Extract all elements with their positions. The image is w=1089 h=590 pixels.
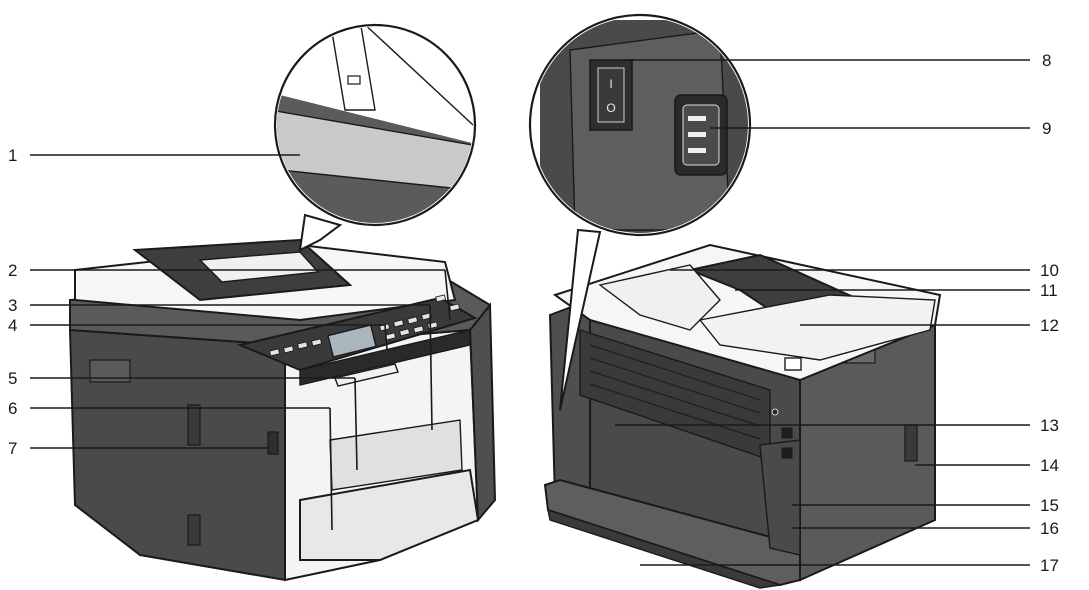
callout-13: 13 xyxy=(1040,416,1059,435)
front-printer-lcd-display xyxy=(327,324,377,358)
glass-cover-edge xyxy=(359,27,473,151)
ethernet-port-visual xyxy=(781,447,793,459)
socket-pin-bottom xyxy=(688,148,706,153)
callout-14: 14 xyxy=(1040,456,1059,475)
front-printer-paper-tray xyxy=(299,468,480,561)
rear-printer-cover-edge xyxy=(547,508,781,589)
leader-6-drop xyxy=(329,407,333,531)
socket-pin-top xyxy=(688,116,706,121)
rear-printer-adf-cover xyxy=(698,294,936,361)
callout-3: 3 xyxy=(8,296,17,315)
control-panel-keys xyxy=(269,294,461,357)
connector-screw xyxy=(771,408,779,416)
callout-10: 10 xyxy=(1040,261,1059,280)
callout-9: 9 xyxy=(1042,119,1051,138)
rear-side-vent xyxy=(904,424,918,462)
socket-pin-mid xyxy=(688,132,706,137)
rear-vent-slats xyxy=(589,344,761,440)
main-power-switch-rocker xyxy=(597,67,625,123)
callout-8: 8 xyxy=(1042,51,1051,70)
glass-marker xyxy=(347,75,361,85)
magnifier-pointer xyxy=(298,213,343,252)
exposure-glass-magnifier xyxy=(273,23,477,252)
callout-labels: 1 2 3 4 5 6 7 8 9 10 11 12 13 14 15 16 1… xyxy=(8,51,1059,575)
switch-on-mark: I xyxy=(609,77,612,91)
front-printer-adf-tray-top xyxy=(198,251,320,283)
rear-cover-latch xyxy=(784,357,802,371)
switch-off-mark: O xyxy=(606,101,615,115)
side-handle xyxy=(89,359,131,383)
rear-printer-illustration xyxy=(543,243,942,589)
glass-cover-hinge xyxy=(329,27,376,111)
callout-16: 16 xyxy=(1040,519,1059,538)
front-printer-output-stopper xyxy=(334,363,399,387)
front-printer-illustration xyxy=(68,238,497,582)
leader-3-drop xyxy=(429,304,433,431)
callout-17: 17 xyxy=(1040,556,1059,575)
usb-port-visual xyxy=(781,427,793,439)
leader-5-drop xyxy=(354,377,358,471)
front-slot xyxy=(267,431,279,455)
front-printer-output-slot xyxy=(299,329,471,386)
callout-7: 7 xyxy=(8,439,17,458)
callout-5: 5 xyxy=(8,369,17,388)
leader-2-drop xyxy=(444,269,451,321)
side-vent-2 xyxy=(187,514,201,546)
power-magnifier: I O xyxy=(528,13,752,411)
callout-4: 4 xyxy=(8,316,17,335)
power-magnifier-pointer xyxy=(559,228,602,411)
callout-1: 1 xyxy=(8,146,17,165)
rear-connector-panel xyxy=(759,439,801,556)
callout-2: 2 xyxy=(8,261,17,280)
rear-printer-adf-guide xyxy=(598,264,721,331)
callout-6: 6 xyxy=(8,399,17,418)
leader-4-drop xyxy=(384,324,388,351)
callout-11: 11 xyxy=(1040,281,1058,300)
leader-lines xyxy=(30,59,1030,566)
callout-12: 12 xyxy=(1040,316,1059,335)
side-vent xyxy=(187,404,201,446)
callout-15: 15 xyxy=(1040,496,1059,515)
